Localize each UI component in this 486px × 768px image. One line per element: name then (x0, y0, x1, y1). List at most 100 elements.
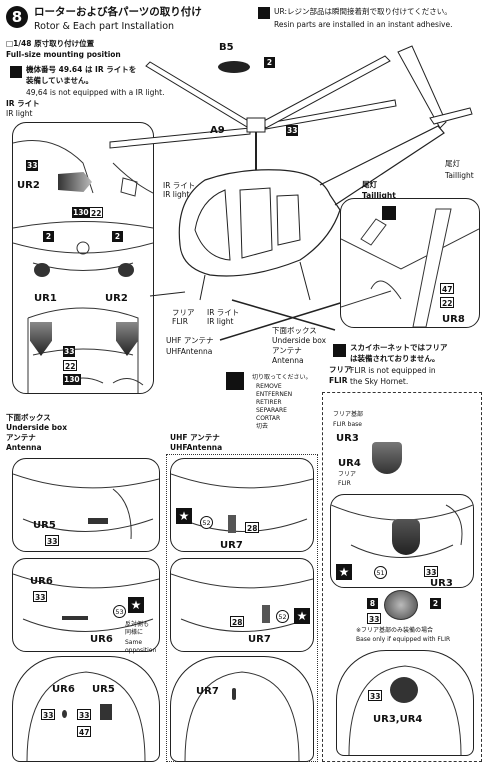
taillight-jp-right: 尾灯 (445, 159, 460, 168)
step-title-en: Rotor & Each part Installation (34, 21, 175, 32)
ir-light-en-center: IR light (163, 190, 190, 199)
ur6-label-side: UR6 (30, 576, 53, 587)
ur7-part-bottom (232, 688, 236, 700)
star-icon-uhf-1: ★ (176, 508, 192, 524)
flir-installed-part (392, 519, 420, 555)
underside-panel-1 (12, 458, 160, 552)
part-28-badge-1: 28 (245, 522, 260, 533)
part-8-badge: 8 (367, 598, 378, 609)
underside-drawing-1 (13, 473, 159, 540)
ur1-label: UR1 (34, 293, 57, 304)
ur7-label-1: UR7 (220, 540, 243, 551)
flir-en-side: FLIR (329, 376, 348, 385)
flir-bottom-panel (336, 650, 474, 756)
b5-label: B5 (219, 42, 234, 53)
flir-base-part (384, 590, 418, 620)
skyhornet-en-1: FLIR is not equipped in (350, 366, 436, 375)
base-only-en: Base only if equipped with FLIR (356, 636, 451, 643)
cut-retirer: RETIRER (256, 399, 282, 406)
part-22-badge-tail: 22 (440, 297, 455, 308)
ur5-label-bottom: UR5 (92, 684, 115, 695)
ir-light-en: IR light (6, 109, 33, 118)
mount-note-en: 49,64 is not equipped with a IR light. (26, 88, 165, 97)
nose-detail-drawing (13, 140, 153, 393)
part-33-badge-flir: 33 (424, 566, 439, 577)
ur7-label-2: UR7 (248, 634, 271, 645)
cut-chinese: 切去 (256, 423, 269, 430)
flir-en-center: FLIR (172, 317, 188, 326)
step-title-jp: ローターおよび各パーツの取り付け (34, 6, 202, 18)
ur6-label-bottom: UR6 (52, 684, 75, 695)
ur-note-en: Resin parts are installed in an instant … (274, 20, 453, 29)
flir-jp-side: フリア (329, 365, 352, 374)
ur2-mid-label: UR2 (105, 293, 128, 304)
ur3-ur4-flir-part (372, 442, 402, 474)
part-33-badge-bottom-l: 33 (41, 709, 56, 720)
cut-jp: 切り取ってください。 (252, 374, 312, 381)
flir-bottom-part (390, 677, 418, 703)
ur5-antenna-part (88, 518, 108, 524)
star-icon-uhf-2: ★ (294, 608, 310, 624)
ur5-label: UR5 (33, 520, 56, 531)
taillight-jp: 尾灯 (362, 180, 377, 189)
ur5-part-bottom (100, 704, 112, 720)
part-2-badge-right: 2 (112, 231, 123, 242)
underside-bottom-drawing (26, 671, 146, 761)
star-icon-ur6: ★ (128, 597, 144, 613)
cut-entfernen: ENTFERNEN (256, 391, 293, 398)
info-icon (10, 66, 22, 78)
ur4-label: UR4 (338, 458, 361, 469)
part-52-circle-2: 52 (276, 610, 289, 623)
part-47-badge-bottom: 47 (77, 726, 92, 737)
cut-separare: SEPARARE (256, 407, 287, 414)
opposite-jp-1: 反対側も (125, 621, 150, 628)
ur6-part-bottom (62, 710, 67, 718)
antenna-en-left: Antenna (6, 443, 42, 452)
ur1-light-closeup (30, 322, 52, 356)
part-130-badge: 130 (72, 207, 90, 218)
uhf-panel-2 (170, 558, 314, 652)
part-33-badge-bottom: 33 (368, 690, 383, 701)
part-33-badge: 33 (26, 160, 39, 171)
uhf-antenna-en-center: UHFAntenna (166, 347, 213, 356)
ur2-light-part-mid (118, 263, 134, 277)
underside-box-jp-center: 下面ボックス (272, 326, 317, 335)
opposite-en-2: opposition (125, 647, 157, 654)
skyhornet-en-2: the Sky Hornet. (350, 377, 409, 386)
flir-base-en: FLIR base (333, 421, 362, 428)
taillight-drawing (341, 208, 479, 327)
opposite-en-1: Same (125, 639, 143, 646)
underside-drawing-2 (13, 573, 159, 632)
skyhornet-jp-1: スカイホーネットではフリア (350, 343, 448, 352)
part-33-badge-ur6: 33 (33, 591, 48, 602)
antenna-en-center: Antenna (272, 356, 304, 365)
uhf-drawing-2 (171, 573, 313, 632)
ur6-antenna-part (62, 616, 88, 620)
flir-en-box: FLIR (338, 480, 351, 487)
part-2-badge-flir: 2 (430, 598, 441, 609)
flir-jp-box: フリア (338, 471, 357, 478)
taillight-en: Taillight (362, 191, 396, 200)
uhf-antenna-jp-center: UHF アンテナ (166, 336, 214, 345)
part-47-badge: 47 (440, 283, 455, 294)
part-33-badge-flir-2: 33 (367, 613, 382, 624)
step-number: 8 (6, 6, 28, 28)
part-52-circle-1: 52 (200, 516, 213, 529)
cut-remove: REMOVE (256, 383, 282, 390)
part-2-badge-left: 2 (43, 231, 54, 242)
flir-dashed-box (322, 392, 482, 762)
ur1-light-part (34, 263, 50, 277)
ur3-ur4-label: UR3,UR4 (373, 714, 423, 725)
uhf-bottom-drawing (184, 671, 300, 761)
ur-note-jp: UR:レジン部品は瞬間接着剤で取り付けてください。 (274, 7, 452, 16)
part-33-badge-bottom-m: 33 (77, 709, 92, 720)
mount-note-jp-1: 機体番号 49.64 は IR ライトを (26, 65, 137, 74)
ir-light-jp-center: IR ライト (163, 181, 196, 190)
part-33-badge-2: 33 (63, 346, 76, 357)
taillight-detail-panel (340, 198, 480, 328)
ur2-top-label: UR2 (17, 180, 40, 191)
ir-light-jp-bottom: IR ライト (207, 308, 240, 317)
taillight-en-right: Taillight (445, 171, 474, 180)
part-33-badge-a9: 33 (286, 125, 299, 136)
